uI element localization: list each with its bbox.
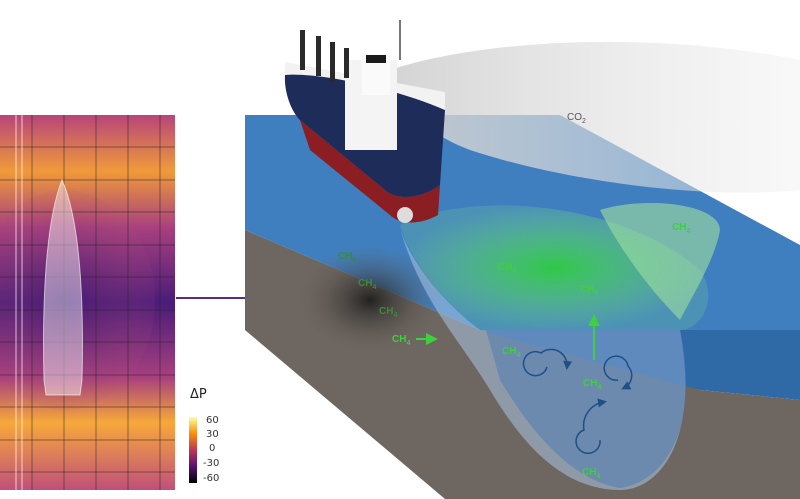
ch4-label-upper: CH4 [580,284,598,297]
ch4-label-plume: CH4 [502,346,520,359]
ch4-label-sediment: CH4 [358,278,376,291]
ch4-label-plume-bottom: CH4 [582,467,600,480]
colorbar-tick: 30 [206,429,219,440]
ch4-label-sediment: CH4 [379,306,397,319]
colorbar-tick: -60 [203,473,219,484]
colorbar-title: ΔP [190,387,207,402]
ch4-label-flux: CH4 [392,334,410,347]
colorbar-tick: 0 [209,443,215,454]
co2-exhaust-plume [390,41,800,193]
colorbar-tick: -30 [203,458,219,469]
ch4-label-wake: CH4 [498,262,516,275]
colorbar: ΔP 60 30 0 -30 -60 [189,387,219,484]
eddy-swirls [522,348,633,455]
ship [284,20,445,223]
pressure-heatmap [0,115,175,490]
colorbar-tick: 60 [206,415,219,426]
ch4-label-atmosphere: CH4 [672,222,690,235]
ch4-label-sediment: CH4 [338,251,356,264]
ship-hull-outline [43,178,83,396]
methane-surface-plume [600,202,720,320]
ch4-label-plume: CH4 [583,378,601,391]
co2-label: CO2 [567,112,586,125]
